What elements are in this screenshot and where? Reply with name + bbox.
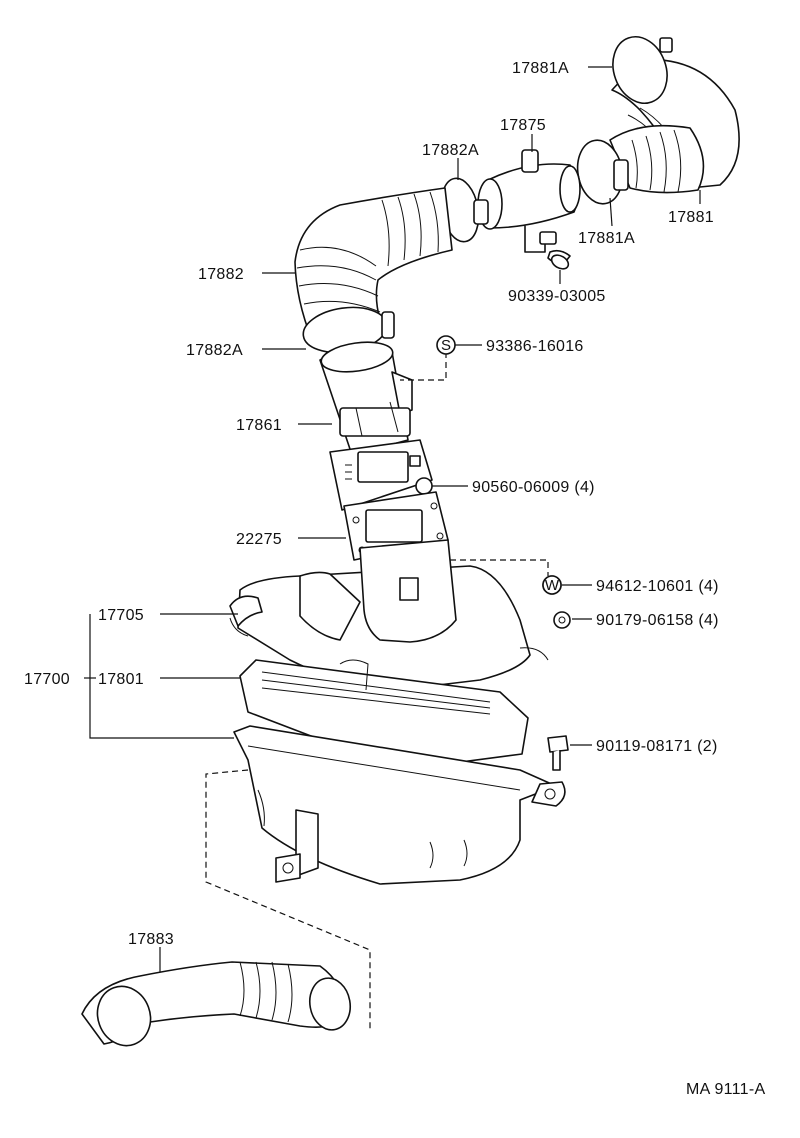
filter-element-17801 [239, 659, 529, 771]
cleaner-case-17700 [233, 725, 566, 885]
gasket-upper [329, 439, 433, 511]
hose-17881 [576, 36, 740, 205]
cap-90339 [550, 254, 570, 270]
label-90560: 90560-06009 (4) [472, 479, 595, 496]
nut-90179 [553, 611, 571, 629]
svg-text:S: S [441, 337, 451, 354]
label-17801: 17801 [98, 671, 144, 688]
label-17882A-low: 17882A [186, 342, 243, 359]
label-17881: 17881 [668, 209, 714, 226]
diagram-code: MA 9111-A [686, 1081, 766, 1098]
label-17881A-top: 17881A [512, 60, 569, 77]
label-17882A-top: 17882A [422, 142, 479, 159]
label-22275: 22275 [236, 531, 282, 548]
label-17861: 17861 [236, 417, 282, 434]
w-symbol-icon: W [542, 575, 562, 595]
label-94612: 94612-10601 (4) [596, 578, 719, 595]
label-93386: 93386-16016 [486, 338, 584, 355]
s-symbol-icon: S [436, 335, 456, 355]
hose-17882 [294, 187, 453, 354]
inlet-duct-17883 [81, 961, 352, 1047]
cleaner-cap-17705 [229, 539, 549, 693]
label-90119: 90119-08171 (2) [596, 738, 718, 755]
svg-text:W: W [545, 577, 560, 594]
label-17875: 17875 [500, 117, 546, 134]
label-90339: 90339-03005 [508, 288, 606, 305]
connector-17875 [477, 149, 581, 267]
label-17881A-low: 17881A [578, 230, 635, 247]
label-17883: 17883 [128, 931, 174, 948]
bolt-90119 [547, 735, 569, 771]
label-90179: 90179-06158 (4) [596, 612, 719, 629]
clamp-17882A-upper [440, 177, 489, 243]
label-17705: 17705 [98, 607, 144, 624]
pipe-17861 [319, 341, 413, 456]
label-17700: 17700 [24, 671, 70, 688]
label-17882: 17882 [198, 266, 244, 283]
leader-lines [84, 66, 701, 1030]
